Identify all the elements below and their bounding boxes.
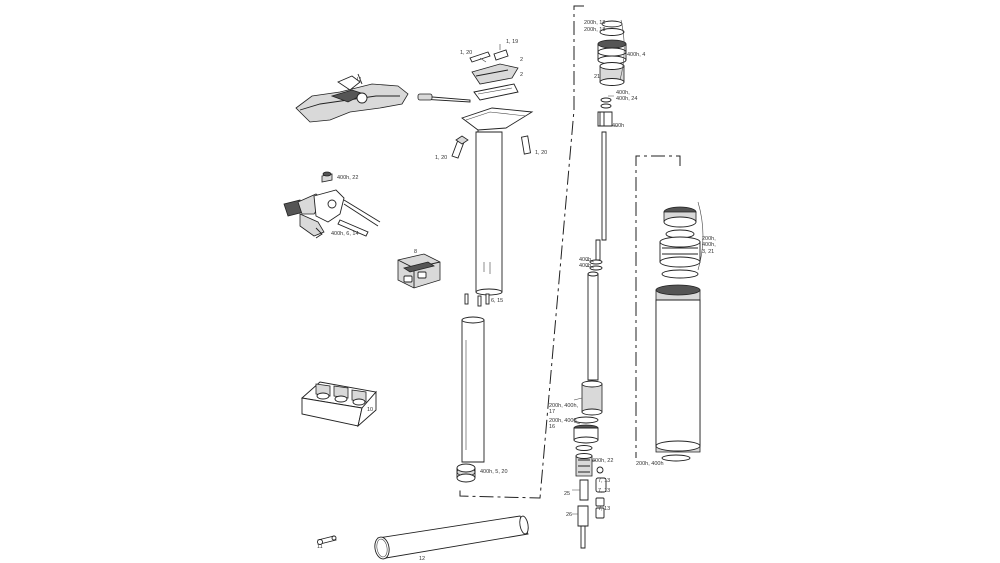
clamp-block-part [397,253,441,289]
label-part-25: 25 [564,491,571,497]
assembly-bracket-right [635,155,681,458]
label-cart-group: 200h, 400h, 3, 21 [702,236,716,255]
seatpost-lower-tube [456,316,485,483]
label-top-cap-2: 200h, 18 [584,27,606,33]
label-top-seal: 400h, 4 [627,52,646,58]
assembly-bracket-center [459,5,584,499]
label-cable-fitting: 400h, 22 [337,175,359,181]
label-hardware-2b: 2 [520,72,524,78]
remote-lever-part [295,73,471,123]
label-bleed-block: 10 [367,407,374,413]
label-hardware-1-20: 1, 20 [460,50,473,56]
label-top-cap-1: 200h, 18 [584,20,606,26]
saddle-clamp-hardware [469,49,519,101]
label-hardware-2a: 2 [520,57,524,63]
label-clamp-block: 8 [414,249,418,255]
remote-body-part [283,171,381,239]
label-tube: 12 [419,556,426,562]
label-valve-tool: 11 [317,544,323,550]
air-cartridge-part [655,206,701,462]
label-bolt-right: 1, 20 [535,150,548,156]
label-shaft-mid: 400h, 400h [579,257,593,270]
label-remote-lever: U [357,77,361,83]
tube-part [374,515,529,560]
label-lower-tube-end: 400h, 5, 20 [480,469,508,475]
callout-lines [479,19,704,515]
label-valve-7-13a: 7, 13 [598,478,611,484]
label-cart-bottom: 200h, 400h [636,461,664,467]
label-piston-1: 200h, 400h, 17 [549,403,579,416]
label-piston-2: 200h, 400h 16 [549,418,577,431]
label-oring: 400h, 400h, 24 [616,90,638,103]
label-part-26: 26 [566,512,573,518]
label-hardware-1-19: 1, 19 [506,39,519,45]
label-remote-body: 400h, 6, 14 [331,231,359,237]
seatpost-upper-tube [451,107,534,307]
label-valve-7-13c: 7, 13 [598,506,611,512]
label-ring-21: 21 [594,74,601,80]
label-valve-7-13b: 7, 13 [598,488,611,494]
cartridge-column [573,20,627,549]
label-valve-22: 400h, 22 [592,458,614,464]
bleed-block-part [300,381,377,428]
label-bolt-left: 1, 20 [435,155,448,161]
valve-tool-part [317,535,337,545]
label-shaft-top: 400h [612,123,625,129]
label-pins: 6, 15 [491,298,504,304]
